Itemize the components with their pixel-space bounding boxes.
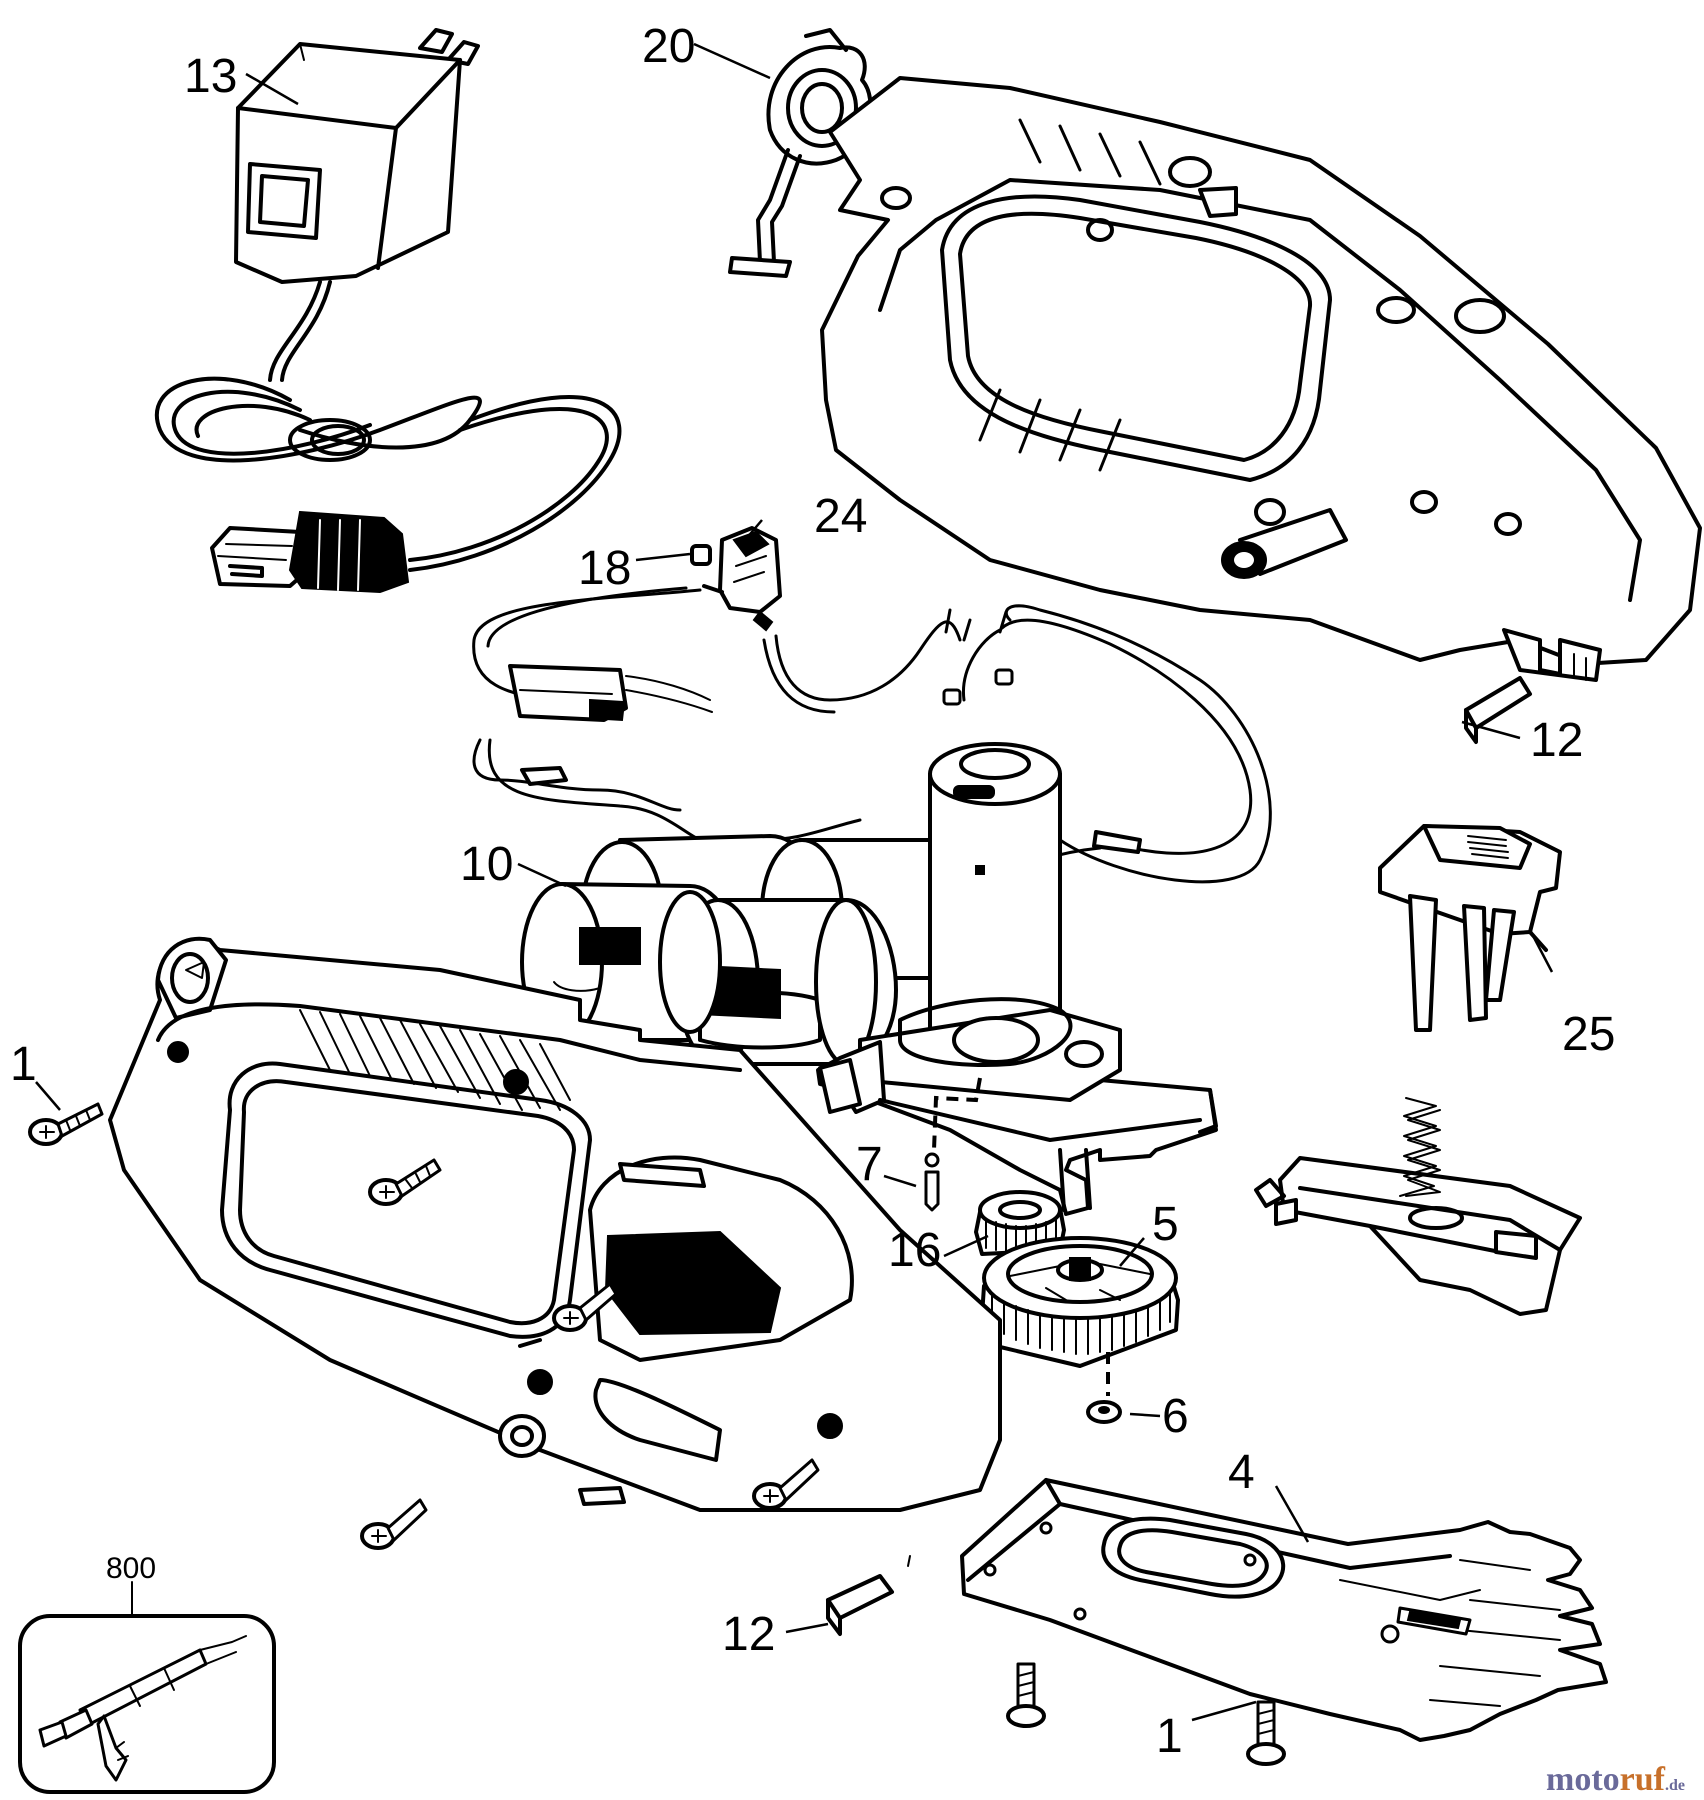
leader-lines [35,42,1554,1722]
callout-24: 24 [814,490,867,543]
assembly-line [932,1077,982,1151]
connector-18-part [690,544,712,566]
callout-18: 18 [578,542,631,595]
watermark-logo: motoruf.de [1546,1761,1685,1798]
callout-13: 13 [184,50,237,103]
callout-1-left: 1 [10,1038,37,1091]
switch-button-part [1378,824,1562,1032]
main-gear-5-part [980,1236,1180,1368]
wiring-harness-part [472,586,1272,884]
battery-pack-part [520,834,968,1066]
callout-7: 7 [856,1138,883,1191]
watermark-text: motoruf.de [1546,1761,1685,1798]
callout-10: 10 [460,838,513,891]
inset-800-part [18,1581,276,1794]
block-12-lower-part [826,1555,911,1636]
gearbox-base-part [816,997,1218,1216]
screws-1-part [28,1102,820,1550]
callout-12-lower: 12 [722,1608,775,1661]
blade-screws-1-part [1006,1662,1286,1766]
shear-blade-4-part [960,1478,1608,1742]
blade-carrier-part [1254,1097,1582,1316]
callout-4: 4 [1228,1446,1255,1499]
callout-20: 20 [642,20,695,73]
callout-5: 5 [1152,1198,1179,1251]
washer-6-part [1086,1400,1122,1424]
charger-adapter-part [155,28,622,594]
lower-housing-half-part [108,936,1002,1512]
switch-part [702,526,782,632]
upper-housing-half-part [820,76,1702,682]
callout-16: 16 [888,1224,941,1277]
block-12-upper-part [1464,676,1532,744]
callout-25: 25 [1562,1008,1615,1061]
motor-part [928,742,1062,1102]
callout-800: 800 [106,1552,156,1585]
callout-1-lower: 1 [1156,1710,1183,1763]
callout-12-upper: 12 [1530,714,1583,767]
screw-7-part [924,1152,940,1212]
callout-6: 6 [1162,1390,1189,1443]
